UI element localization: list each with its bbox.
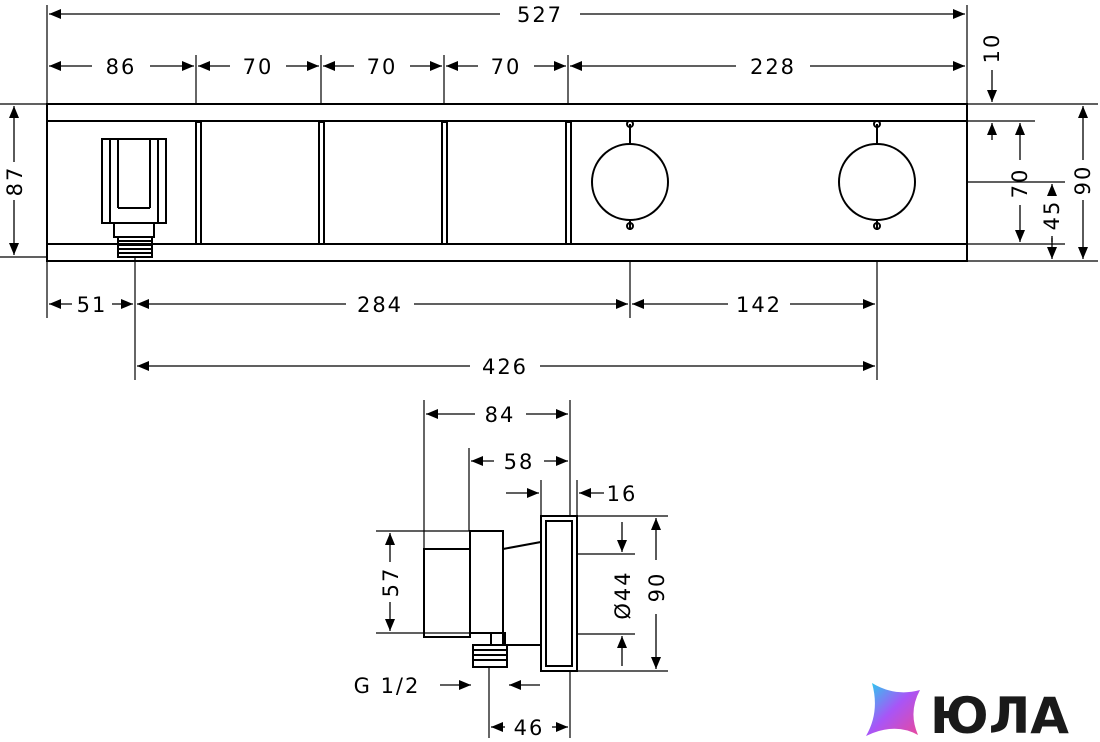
front-view xyxy=(46,103,968,262)
side-front-plate-inner xyxy=(545,520,573,667)
dim-cell-3: 70 xyxy=(367,55,398,79)
side-view xyxy=(423,515,578,672)
button-cell-4 xyxy=(441,121,448,245)
side-extension-lines xyxy=(376,400,668,738)
dim-outlet-offset: 51 xyxy=(77,293,108,317)
front-dim-labels: 527 86 70 70 70 228 10 87 70 45 90 51 28… xyxy=(3,3,1095,379)
dim-outlet-to-knob2: 426 xyxy=(482,355,528,379)
dim-plate-height: 90 xyxy=(645,572,669,603)
dim-diameter: Ø44 xyxy=(611,570,635,619)
side-body xyxy=(423,530,542,646)
front-frame-outer xyxy=(46,103,968,262)
front-extension-lines xyxy=(0,5,1098,380)
dim-connection: 46 xyxy=(514,716,545,740)
knob-cell-divider xyxy=(565,121,572,245)
button-cell-3 xyxy=(318,121,325,245)
logo-star-icon xyxy=(866,683,920,736)
dim-overall-width: 527 xyxy=(517,3,563,27)
dim-top-offset: 10 xyxy=(980,33,1004,64)
dim-knob-center: 45 xyxy=(1040,200,1064,231)
dim-total-height: 90 xyxy=(1071,165,1095,196)
shower-holder xyxy=(101,138,167,258)
thermostat-knob-1 xyxy=(591,120,669,230)
dim-frame-height: 87 xyxy=(3,166,27,197)
front-dim-lines xyxy=(9,9,1088,371)
dim-cell-5: 228 xyxy=(750,55,796,79)
dim-depth-total: 84 xyxy=(485,403,516,427)
dim-cell-4: 70 xyxy=(491,55,522,79)
yula-logo: ЮЛА xyxy=(866,683,1069,742)
dim-depth-body: 58 xyxy=(504,450,535,474)
dim-cell-1: 86 xyxy=(106,55,137,79)
dim-plate-thickness: 16 xyxy=(607,482,638,506)
dim-body-height: 57 xyxy=(379,567,403,598)
dim-cell-2: 70 xyxy=(243,55,274,79)
side-dim-lines xyxy=(385,409,661,732)
dim-knob-area: 70 xyxy=(1008,168,1032,199)
dim-knob-spacing: 142 xyxy=(736,293,782,317)
side-dim-labels: 84 58 16 57 Ø44 90 G 1/2 46 xyxy=(354,403,669,740)
logo-text: ЮЛА xyxy=(930,687,1069,742)
button-cell-2 xyxy=(195,121,202,245)
dim-thread: G 1/2 xyxy=(354,674,421,698)
thermostat-knob-2 xyxy=(838,120,916,230)
dim-outlet-to-knob: 284 xyxy=(357,293,403,317)
